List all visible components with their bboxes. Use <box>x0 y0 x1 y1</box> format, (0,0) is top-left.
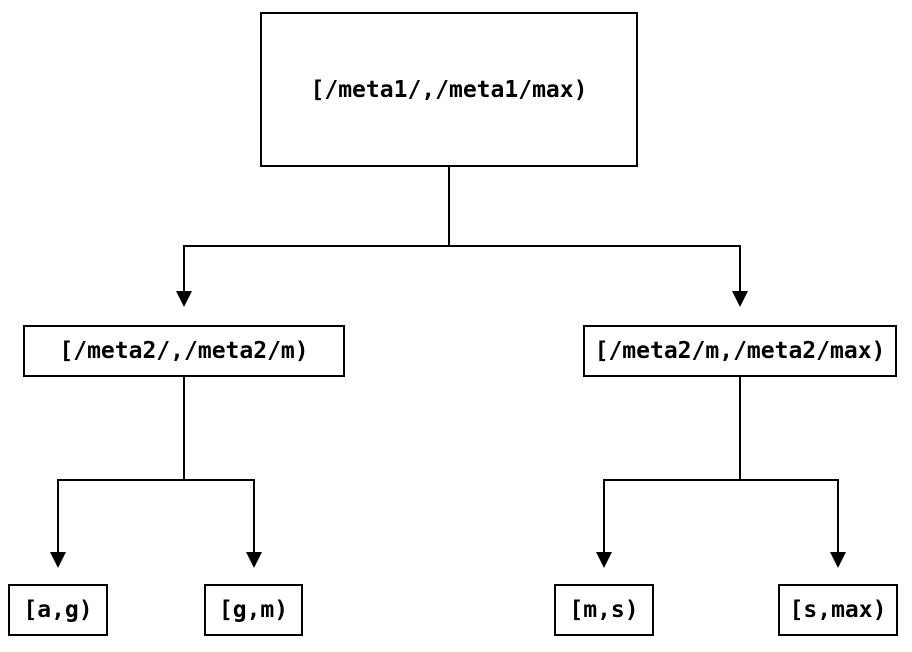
edge-right-to-leaf-ms-drop <box>603 479 605 552</box>
node-label: [/meta2/m,/meta2/max) <box>594 338 886 364</box>
node-right-meta2-range: [/meta2/m,/meta2/max) <box>583 325 897 377</box>
node-label: [a,g) <box>23 597 93 623</box>
node-left-meta2-range: [/meta2/,/meta2/m) <box>23 325 345 377</box>
node-label: [g,m) <box>218 597 289 623</box>
node-label: [m,s) <box>569 597 639 623</box>
node-label: [s,max) <box>789 597 887 623</box>
edge-root-to-right-drop <box>739 245 741 291</box>
arrowhead-down-icon <box>596 552 612 568</box>
edge-root-stem <box>448 166 450 246</box>
arrowhead-down-icon <box>50 552 66 568</box>
edge-tier2-right-crossbar <box>603 479 839 481</box>
edge-tier2-left-crossbar <box>57 479 255 481</box>
node-leaf-ms: [m,s) <box>554 584 654 636</box>
edge-root-to-left-drop <box>183 245 185 291</box>
node-label: [/meta1/,/meta1/max) <box>310 76 588 103</box>
edge-left-to-leaf-gm-drop <box>253 479 255 552</box>
arrowhead-down-icon <box>246 552 262 568</box>
edge-tier1-crossbar <box>183 245 741 247</box>
edge-left-stem <box>183 376 185 481</box>
node-leaf-smax: [s,max) <box>778 584 898 636</box>
node-leaf-gm: [g,m) <box>204 584 303 636</box>
arrowhead-down-icon <box>732 291 748 307</box>
node-root-meta1-range: [/meta1/,/meta1/max) <box>260 12 638 167</box>
arrowhead-down-icon <box>830 552 846 568</box>
edge-right-to-leaf-smax-drop <box>837 479 839 552</box>
node-label: [/meta2/,/meta2/m) <box>59 338 309 364</box>
arrowhead-down-icon <box>176 291 192 307</box>
edge-left-to-leaf-ag-drop <box>57 479 59 552</box>
node-leaf-ag: [a,g) <box>8 584 108 636</box>
edge-right-stem <box>739 376 741 481</box>
